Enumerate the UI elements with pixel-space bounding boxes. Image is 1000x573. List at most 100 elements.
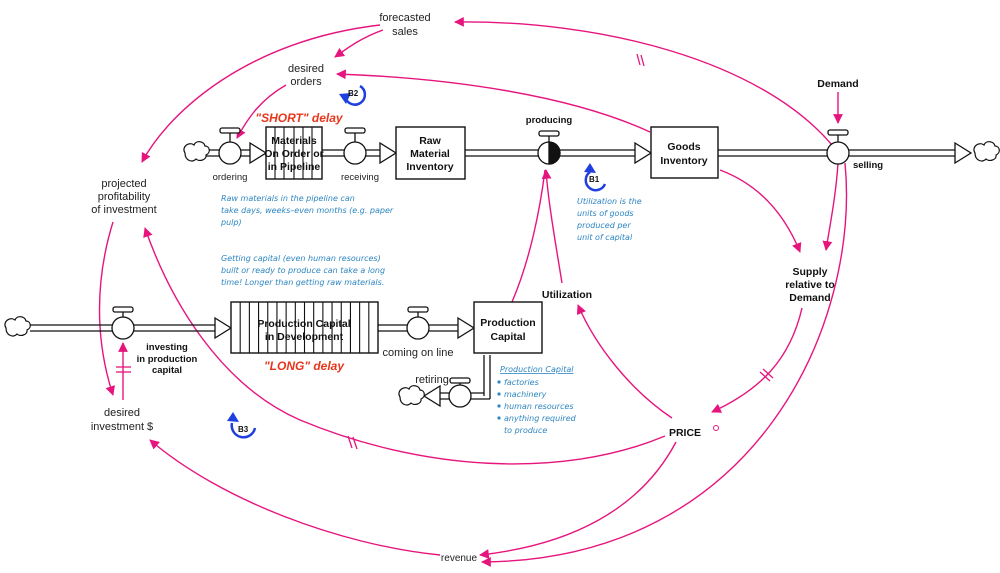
loop-label: B3 <box>238 425 249 434</box>
bullet-icon <box>497 416 501 420</box>
note-list-item: human resources <box>504 402 574 411</box>
note-list-item: to produce <box>504 426 547 435</box>
note-list-item: factories <box>504 378 539 387</box>
negative-polarity-marker <box>713 425 719 431</box>
flow-label-producing: producing <box>526 115 573 126</box>
flow-label-coming-on-line: coming on line <box>383 347 454 359</box>
bullet-icon <box>497 380 501 384</box>
var-desired-orders: desired <box>288 63 324 75</box>
note-raw-materials: Raw materials in the pipeline can take d… <box>220 194 394 227</box>
note-line: Getting capital (even human resources) <box>221 254 381 263</box>
valve-selling-icon <box>826 129 850 165</box>
loop-label: B2 <box>348 89 359 98</box>
loop-b3-icon: B3 <box>227 412 257 439</box>
link-goods-inventory-to-desired-orders <box>336 69 651 133</box>
note-line: unit of capital <box>577 233 633 242</box>
valve-ordering-icon <box>218 127 242 165</box>
link-forecasted-sales-to-desired-orders <box>334 29 384 58</box>
bullet-icon <box>497 404 501 408</box>
stock-label: Production <box>480 317 535 329</box>
causal-links <box>98 16 848 567</box>
var-projected-profitability: projected <box>101 178 146 190</box>
var-desired-investment: desired <box>104 407 140 419</box>
note-line: Utilization is the <box>577 197 642 206</box>
stock-materials-pipeline <box>265 126 323 180</box>
stock-label: Inventory <box>660 155 707 167</box>
var-supply-relative-to-demand: Supply <box>792 266 827 278</box>
loop-b1-icon: B1 <box>584 163 607 192</box>
link-supply-to-price <box>711 307 803 413</box>
note-line: units of goods <box>577 209 634 218</box>
short-delay-label: "SHORT" delay <box>255 111 344 125</box>
link-price-to-utilization <box>576 304 673 419</box>
var-price: PRICE <box>669 427 701 439</box>
stock-label: Production Capital <box>257 318 350 330</box>
note-capital: Getting capital (even human resources) b… <box>221 254 385 287</box>
loop-b2-icon: B2 <box>339 84 367 106</box>
link-production-capital-to-producing <box>511 169 546 303</box>
var-demand: Demand <box>817 78 858 90</box>
cloud-icon <box>973 141 1000 162</box>
note-line: Raw materials in the pipeline can <box>221 194 355 203</box>
stock-label: Raw <box>419 135 441 147</box>
loop-label: B1 <box>589 175 600 184</box>
stock-label: in Pipeline <box>268 161 321 173</box>
cloud-icon <box>183 141 210 162</box>
delay-marks <box>116 53 774 450</box>
flow-label-receiving: receiving <box>341 172 379 183</box>
link-selling-to-revenue <box>481 162 848 567</box>
var-desired-orders: orders <box>290 76 322 88</box>
link-revenue-to-desired-investment <box>149 439 441 556</box>
stock-label: On Order or <box>264 148 324 160</box>
link-selling-to-supply <box>822 162 839 251</box>
var-revenue: revenue <box>441 553 478 564</box>
var-supply-relative-to-demand: relative to <box>785 279 835 291</box>
var-desired-investment: investment $ <box>91 421 153 433</box>
link-price-to-revenue <box>479 441 677 559</box>
valve-producing-icon <box>537 130 561 165</box>
note-production-capital: Production Capital factories machinery hum… <box>497 365 577 435</box>
note-title: Production Capital <box>500 365 574 374</box>
link-profitability-to-desired-investment <box>98 221 115 396</box>
stock-label: Goods <box>667 141 700 153</box>
link-forecasted-sales-to-profitability <box>141 24 381 163</box>
var-forecasted-sales: forecasted <box>379 12 430 24</box>
stock-raw-material <box>395 126 466 180</box>
valve-retiring-icon <box>448 377 472 408</box>
valve-receiving-icon <box>343 127 367 165</box>
flow-label-selling: selling <box>853 160 883 171</box>
var-utilization: Utilization <box>542 289 592 301</box>
var-forecasted-sales: sales <box>392 26 418 38</box>
long-delay-label: "LONG" delay <box>264 359 345 373</box>
flow-label-ordering: ordering <box>213 172 248 183</box>
flow-label-investing: in production <box>137 354 198 365</box>
valve-investing-icon <box>111 306 135 340</box>
var-supply-relative-to-demand: Demand <box>789 292 830 304</box>
link-price-to-profitability <box>143 227 666 465</box>
note-line: pulp) <box>220 218 242 227</box>
pipes <box>30 141 973 408</box>
stock-goods-inventory <box>650 126 719 179</box>
stock-label: in Development <box>265 331 344 343</box>
flow-label-retiring: retiring <box>415 374 449 386</box>
stock-label: Materials <box>271 135 317 147</box>
stock-label: Material <box>410 148 450 160</box>
note-list-item: machinery <box>504 390 547 399</box>
stock-label: Inventory <box>406 161 453 173</box>
var-projected-profitability: of investment <box>91 204 156 216</box>
note-utilization: Utilization is the units of goods produc… <box>576 197 642 242</box>
flow-label-investing: capital <box>152 365 182 376</box>
cloud-icon <box>4 316 31 337</box>
note-line: built or ready to produce can take a lon… <box>221 266 385 275</box>
valve-coming-on-line-icon <box>406 306 430 340</box>
note-list-item: anything required <box>504 414 577 423</box>
link-utilization-to-producing <box>541 169 563 284</box>
stock-label: Capital <box>490 331 525 343</box>
note-line: produced per <box>576 221 631 230</box>
flow-label-investing: investing <box>146 342 188 353</box>
link-goods-inventory-to-supply <box>719 169 802 253</box>
note-line: take days, weeks–even months (e.g. paper <box>221 206 394 215</box>
bullet-icon <box>497 392 501 396</box>
var-projected-profitability: profitability <box>98 191 151 203</box>
